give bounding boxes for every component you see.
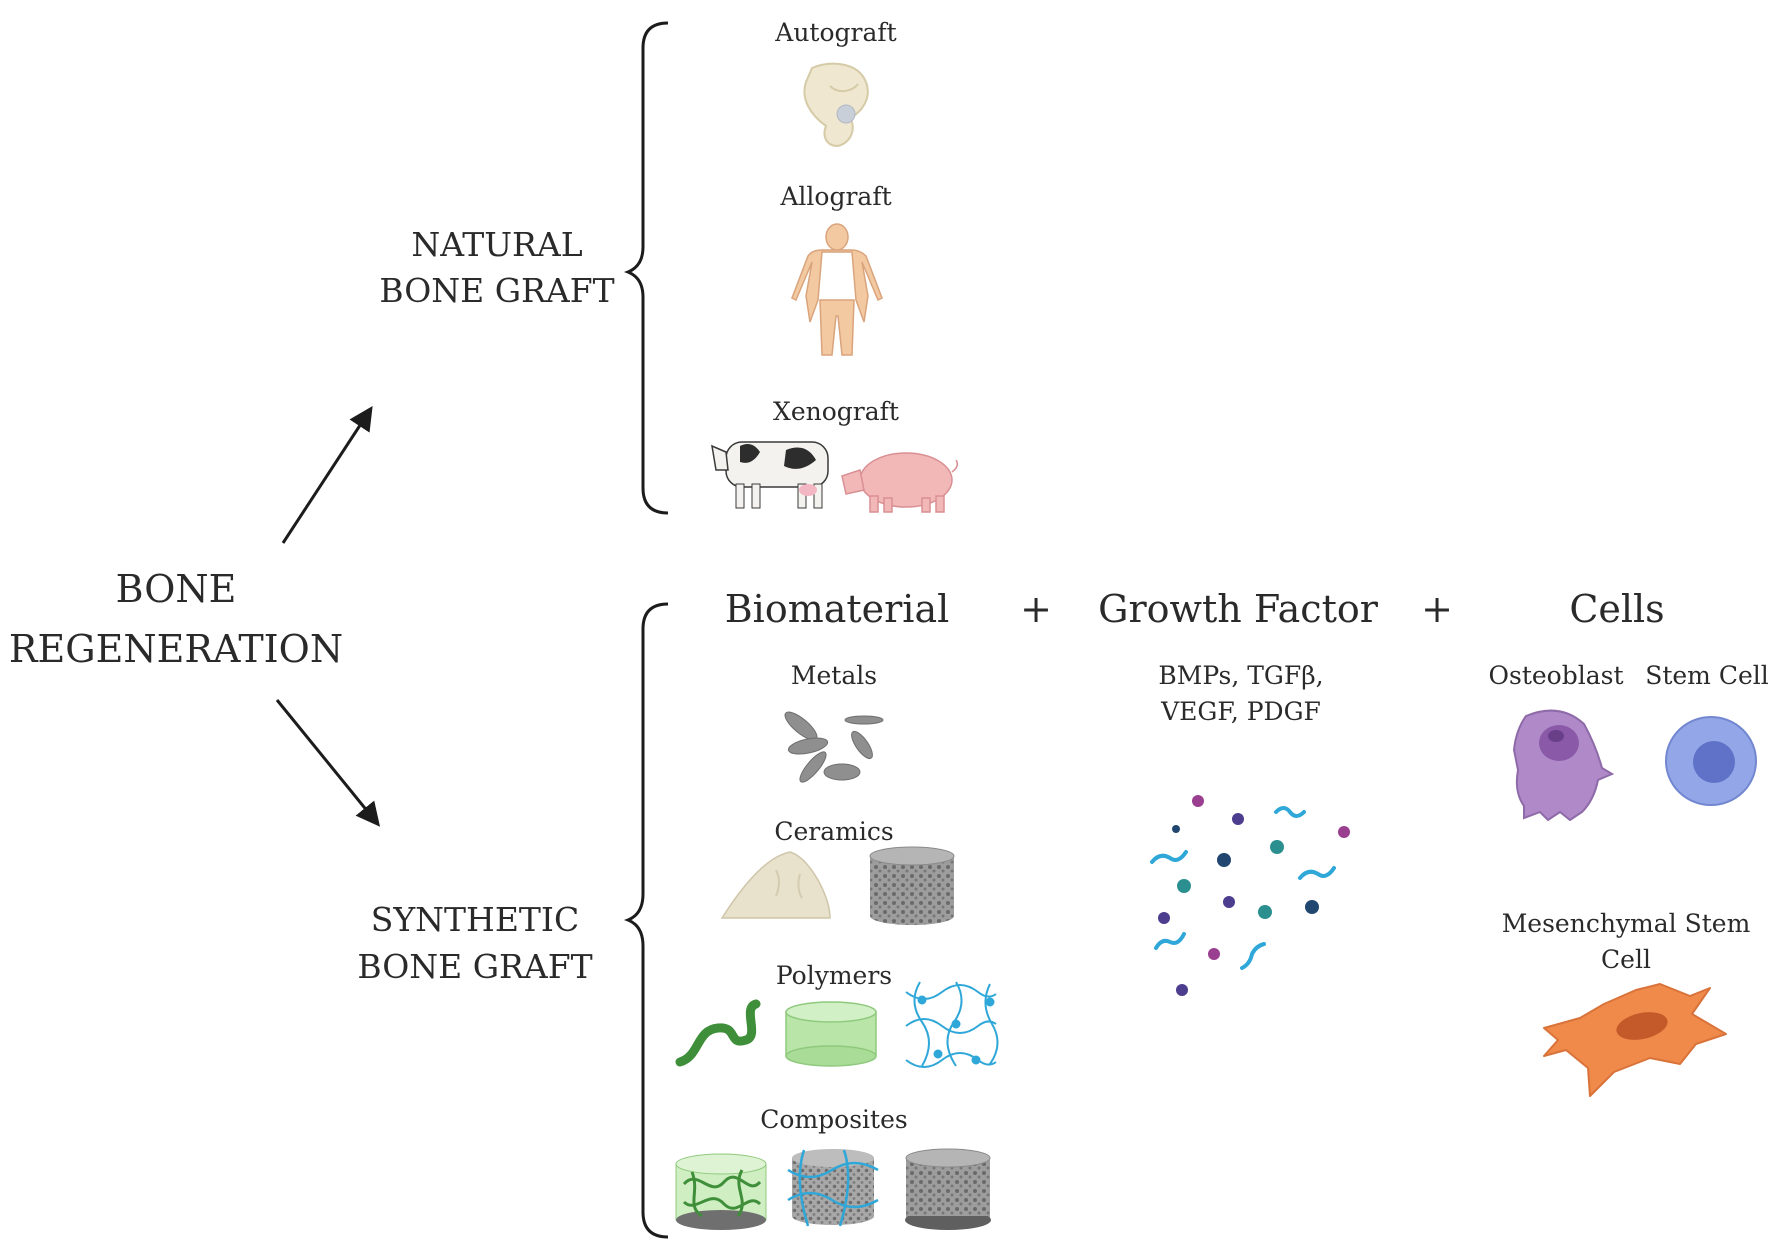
natural-label-line1: NATURAL [411,225,582,264]
plus-sign-2: + [1421,587,1453,631]
natural-brace [623,21,669,515]
root-label-line1: BONE [116,567,237,611]
biomaterial-header: Biomaterial [725,587,950,631]
osteoblast-cell-icon [1512,709,1615,822]
metals-label: Metals [791,661,877,690]
mesenchymal-stem-cell-icon [1543,983,1727,1097]
cells-header: Cells [1569,587,1664,631]
synthetic-brace [623,602,669,1239]
xenograft-label: Xenograft [773,397,899,426]
growth-factor-molecules-icon [1150,795,1350,996]
polymer-network-icon [905,981,999,1068]
arrow-to-natural [281,405,373,544]
composites-label: Composites [760,1105,907,1134]
metal-particles-icon [784,711,884,783]
synthetic-label-line1: SYNTHETIC [371,900,579,939]
porous-scaffold-icon [905,1148,991,1230]
hydrogel-disc-icon [785,1001,877,1067]
ceramic-powder-icon [720,851,831,919]
arrow-to-synthetic [275,699,381,827]
cow-icon [711,441,829,509]
pig-icon [841,452,959,513]
pelvis-bone-icon [803,62,869,148]
msc-label-line2: Cell [1601,945,1651,974]
polymers-label: Polymers [776,961,892,990]
growth-factors-line1: BMPs, TGFβ, [1158,661,1323,690]
natural-label-line2: BONE GRAFT [379,271,614,310]
porous-ceramic-scaffold-icon [869,846,955,925]
plus-sign-1: + [1020,587,1052,631]
human-body-icon [791,223,883,356]
growth-factors-line2: VEGF, PDGF [1160,697,1321,726]
msc-label-line1: Mesenchymal Stem [1502,909,1751,938]
stem-cell-label: Stem Cell [1645,661,1769,690]
composite-hydrogel-fiber-icon [675,1153,767,1230]
composite-scaffold-network-icon [787,1149,879,1227]
root-label-line2: REGENERATION [9,627,343,671]
ceramics-label: Ceramics [774,817,893,846]
root-label: BONE REGENERATION [9,567,343,671]
polymer-strand-icon [675,999,761,1067]
autograft-label: Autograft [774,18,896,47]
growth-factor-header: Growth Factor [1098,587,1379,631]
allograft-label: Allograft [779,182,891,211]
synthetic-label-line2: BONE GRAFT [357,947,592,986]
stem-cell-icon [1665,716,1757,806]
osteoblast-label: Osteoblast [1489,661,1624,690]
